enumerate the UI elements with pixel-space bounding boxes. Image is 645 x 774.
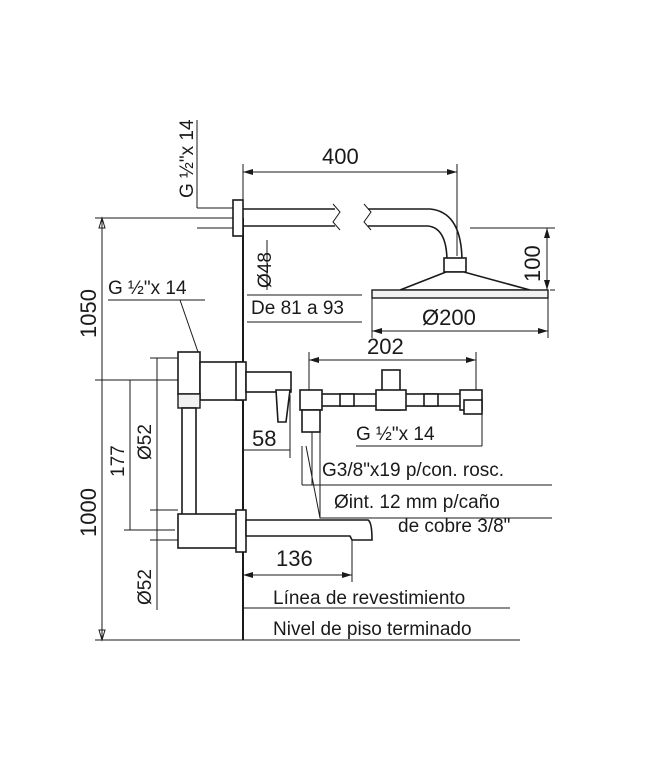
dim-48-label: Ø48 [255,252,276,288]
mixer-lever [275,389,291,423]
g38-label: G3/8"x19 p/con. rosc. [322,460,504,481]
dim-52-bottom-label: Ø52 [135,569,156,605]
shower-arm [243,208,463,263]
shower-head [371,289,549,299]
spout-flange [235,509,247,553]
mixer-pipe [181,407,197,519]
dim-1050-label: 1050 [76,289,101,338]
valve-right-outlet [463,399,483,415]
dim-202-label: 202 [367,334,404,359]
cobre-label: de cobre 3/8" [398,516,510,537]
de-81-93-label: De 81 a 93 [251,298,344,319]
spout [245,519,373,541]
shower-cone [399,271,531,291]
mixer-inlet [177,351,201,395]
mixer-flange [235,361,247,401]
nivel-label: Nivel de piso terminado [273,619,472,640]
shower-flange [232,199,244,237]
dim-58-label: 58 [252,426,276,451]
thread-left-label: G ½"x 14 [108,278,187,299]
dim-1000-label: 1000 [76,488,101,537]
mixer-connector [177,393,201,409]
thread-valve-label: G ½"x 14 [356,424,435,445]
dim-136-label: 136 [276,546,313,571]
dim-400-label: 400 [322,144,359,169]
valve-left-outlet [301,409,321,433]
dim-177-label: 177 [108,445,129,477]
shower-connector [443,257,467,273]
valve-left-fitting [299,389,323,411]
dim-100-label: 100 [520,245,545,282]
mixer-handle-base [245,371,292,393]
dim-52-top-label: Ø52 [135,424,156,460]
thread-top-label: G ½"x 14 [177,119,198,198]
dim-200-label: Ø200 [422,305,476,330]
linea-label: Línea de revestimiento [273,588,465,609]
spout-body [177,513,244,549]
int12-label: Øint. 12 mm p/caño [334,492,500,513]
